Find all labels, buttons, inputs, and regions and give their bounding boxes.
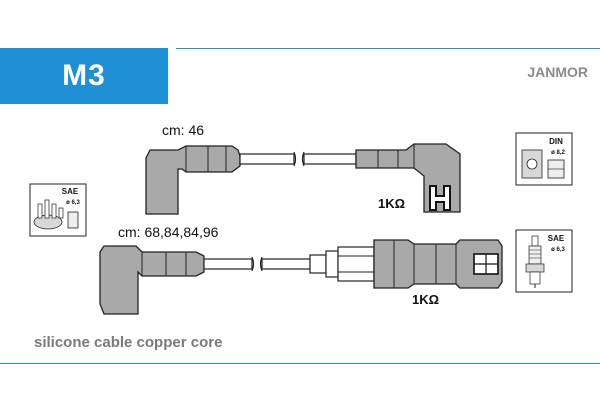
cable-1-left-boot	[145, 145, 241, 215]
plug-standard-diameter: ø 6,3	[551, 247, 565, 253]
cable-1-right-boot	[355, 143, 461, 213]
cable-2	[99, 239, 503, 315]
cable-1-resistance: 1KΩ	[378, 196, 406, 211]
footer-divider	[0, 363, 600, 364]
cable-1-wire	[239, 151, 357, 167]
cable-1	[145, 143, 461, 215]
cable-description: silicone cable copper core	[34, 334, 223, 351]
model-code-badge: M3	[0, 48, 168, 104]
brand-name: JANMOR	[527, 64, 588, 80]
coil-din-icon: DIN ø 8,2	[515, 132, 573, 186]
cable-2-right-boot	[373, 239, 503, 289]
cable-2-resistance: 1KΩ	[412, 292, 440, 307]
header-divider	[176, 48, 600, 49]
distributor-standard-diameter: ø 6,3	[66, 200, 80, 206]
plug-standard-name: SAE	[548, 234, 565, 243]
cable-1-length: cm: 46	[162, 122, 205, 138]
coil-standard-name: DIN	[549, 137, 563, 146]
distributor-sae-icon: SAE ø 6,3	[29, 183, 87, 237]
cable-2-resistor-connector	[309, 246, 375, 282]
cable-2-length: cm: 68,84,84,96	[118, 224, 219, 240]
distributor-standard-name: SAE	[62, 187, 79, 196]
coil-standard-diameter: ø 8,2	[551, 150, 565, 156]
cable-2-wire	[203, 256, 311, 272]
model-code: M3	[62, 59, 106, 92]
cable-2-left-boot	[99, 245, 205, 315]
spark-plug-sae-icon: SAE ø 6,3	[515, 229, 573, 293]
